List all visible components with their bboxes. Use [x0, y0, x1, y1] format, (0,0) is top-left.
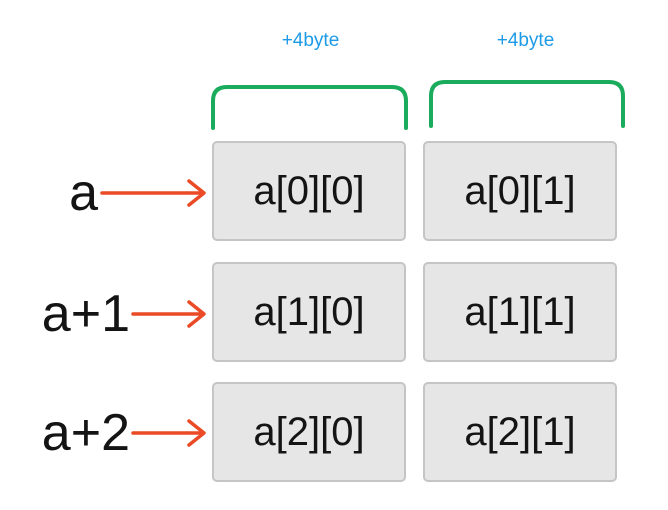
column-bracket-1: [429, 80, 625, 128]
byte-offset-label: +4byte: [281, 30, 340, 51]
array-cell-2-1: a[2][1]: [423, 382, 617, 482]
column-bracket-0: [211, 85, 408, 130]
array-cell-1-1: a[1][1]: [423, 262, 617, 362]
pointer-arrow-0: [100, 179, 206, 207]
array-cell-0-1: a[0][1]: [423, 141, 617, 241]
pointer-arrow-2: [131, 419, 206, 447]
pointer-label-a-plus-2: a+2: [41, 404, 130, 462]
pointer-label-a: a: [69, 164, 98, 222]
pointer-arrow-1: [131, 300, 206, 328]
byte-offset-label: +4byte: [496, 30, 555, 51]
array-cell-1-0: a[1][0]: [212, 262, 406, 362]
pointer-label-a-plus-1: a+1: [41, 285, 130, 343]
array-cell-0-0: a[0][0]: [212, 141, 406, 241]
array-cell-2-0: a[2][0]: [212, 382, 406, 482]
